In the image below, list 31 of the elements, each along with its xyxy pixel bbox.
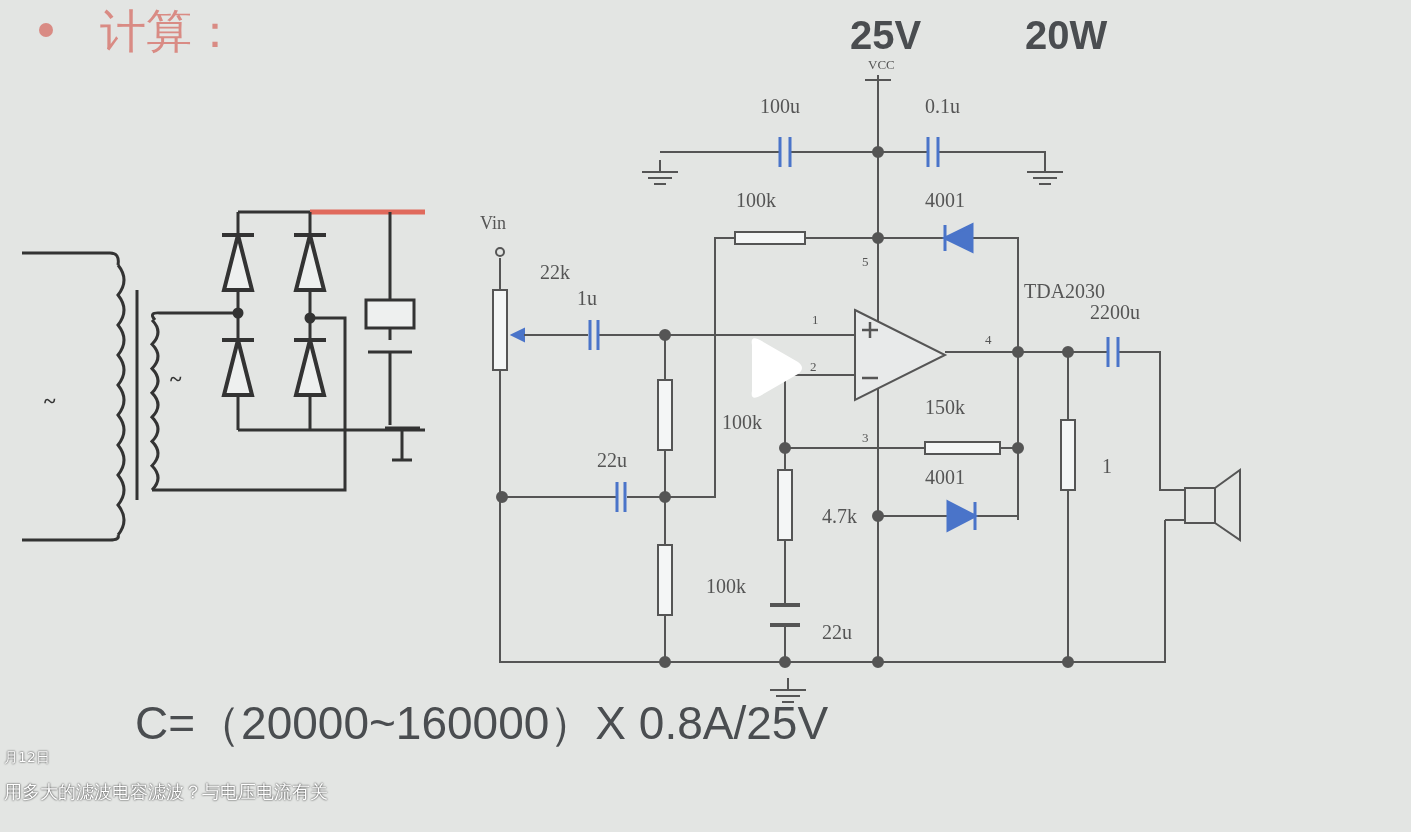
pin-number: 4 xyxy=(985,333,992,346)
value-label: 2200u xyxy=(1090,302,1140,322)
value-label: 100k xyxy=(722,412,762,432)
value-label: 100k xyxy=(736,190,776,210)
value-label: 22u xyxy=(597,450,627,470)
ac-symbol: ~ xyxy=(170,368,182,390)
value-label: 4.7k xyxy=(822,506,857,526)
value-label: 0.1u xyxy=(925,96,960,116)
formula: C=（20000~160000）X 0.8A/25V xyxy=(135,700,829,746)
video-subtitle: 用多大的滤波电容滤波？与电压电流有关 xyxy=(4,783,328,801)
value-label: 150k xyxy=(925,397,965,417)
part-label: 4001 xyxy=(925,467,965,487)
value-label: 22k xyxy=(540,262,570,282)
part-label: 4001 xyxy=(925,190,965,210)
pin-number: 1 xyxy=(812,313,819,326)
value-label: 1u xyxy=(577,288,597,308)
value-label: 20W xyxy=(1025,15,1108,55)
ac-symbol: ~ xyxy=(44,390,56,412)
slide-title: 计算： xyxy=(100,8,238,54)
net-label: Vin xyxy=(480,214,506,232)
value-label: 100u xyxy=(760,96,800,116)
value-label: 100k xyxy=(706,576,746,596)
date-label: 月12日 xyxy=(4,750,50,764)
value-label: 1 xyxy=(1102,456,1112,476)
value-label: 22u xyxy=(822,622,852,642)
value-label: 25V xyxy=(850,15,922,55)
pin-number: 5 xyxy=(862,255,869,268)
net-label: VCC xyxy=(868,58,895,71)
pin-number: 2 xyxy=(810,360,817,373)
part-label: TDA2030 xyxy=(1024,281,1106,301)
pin-number: 3 xyxy=(862,431,869,444)
